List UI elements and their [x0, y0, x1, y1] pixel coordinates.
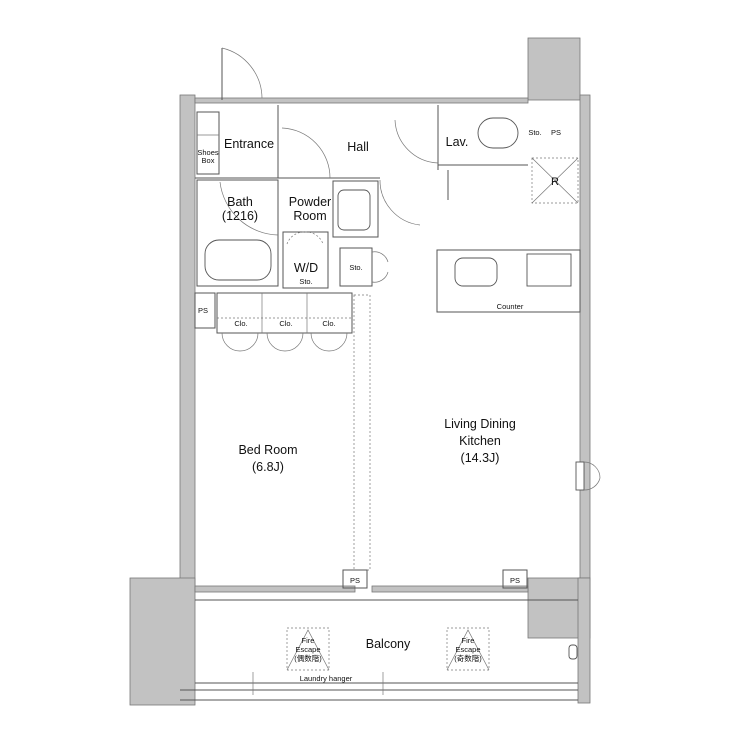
label-hall: Hall [347, 140, 369, 154]
label-wd: W/D [294, 261, 318, 275]
label-fire-escape-2c: (奇数階) [454, 653, 482, 663]
label-powder-room-2: Room [293, 209, 326, 223]
label-closet-1: Clo. [234, 319, 247, 328]
balcony-area [180, 599, 578, 701]
label-counter: Counter [497, 302, 524, 311]
label-shoes-box-2: Box [202, 156, 215, 165]
label-entrance: Entrance [224, 137, 274, 151]
label-closet-3: Clo. [322, 319, 335, 328]
label-ps-bottom-2: PS [510, 576, 520, 585]
label-closet-2: Clo. [279, 319, 292, 328]
label-fire-escape-1: Fire [302, 636, 315, 645]
label-ldk: Living Dining [444, 417, 516, 431]
label-bath-size: (1216) [222, 209, 258, 223]
label-ps-bottom-1: PS [350, 576, 360, 585]
label-bedroom: Bed Room [238, 443, 297, 457]
label-ps-left: PS [198, 306, 208, 315]
room-labels: Entrance Shoes Box Hall Lav. Sto. PS R B… [197, 128, 561, 683]
label-laundry-hanger: Laundry hanger [300, 674, 353, 683]
label-refrigerator: R [551, 176, 559, 188]
label-ldk-2: Kitchen [459, 434, 501, 448]
label-lav: Lav. [446, 135, 469, 149]
label-ps-top: PS [551, 128, 561, 137]
label-wd-sto: Sto. [299, 277, 312, 286]
label-sto-top: Sto. [528, 128, 541, 137]
label-powder-room: Powder [289, 195, 331, 209]
walls [129, 37, 591, 706]
entrance-door[interactable] [221, 47, 263, 100]
label-ldk-size: (14.3J) [461, 451, 500, 465]
label-shoes-box: Shoes [197, 148, 219, 157]
label-sto-mid: Sto. [349, 263, 362, 272]
label-bedroom-size: (6.8J) [252, 460, 284, 474]
label-bath: Bath [227, 195, 253, 209]
interior-walls [194, 105, 601, 589]
label-fire-escape-1b: Escape [295, 645, 320, 654]
label-fire-escape-2: Fire [462, 636, 475, 645]
label-fire-escape-2b: Escape [455, 645, 480, 654]
label-balcony: Balcony [366, 637, 411, 651]
label-fire-escape-1c: (偶数階) [294, 653, 322, 663]
